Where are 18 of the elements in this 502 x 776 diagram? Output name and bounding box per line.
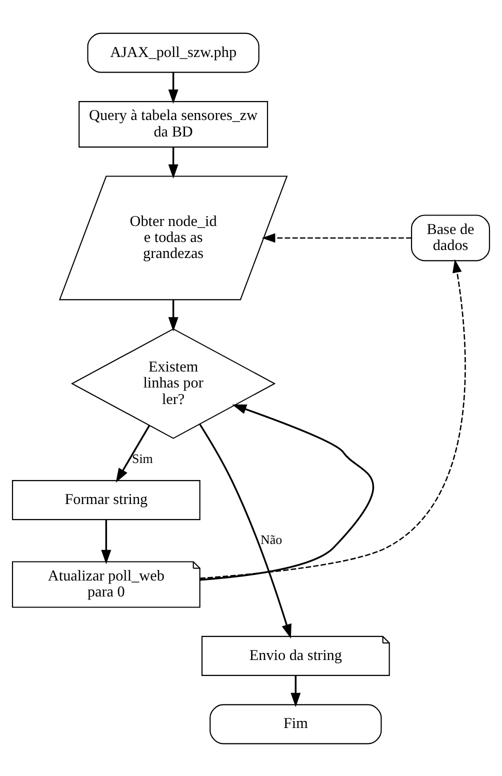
arrow	[200, 404, 374, 580]
node-diamond: Existem linhas por ler?	[70, 328, 276, 438]
arrow	[101, 519, 112, 564]
arrow	[200, 258, 466, 578]
arrow	[116, 424, 150, 482]
node-box: Base de dados	[410, 214, 490, 261]
node-box: Fim	[210, 704, 382, 744]
edge-label: Não	[260, 531, 282, 546]
arrow	[168, 146, 178, 178]
arrow	[290, 675, 301, 707]
arrow	[262, 232, 412, 242]
arrow	[168, 72, 178, 104]
edge-label: Sim	[132, 450, 153, 466]
node-box: Query à tabela sensores_zw da BD	[78, 100, 268, 148]
arrow	[199, 423, 292, 638]
arrow	[168, 299, 178, 331]
node-box: AJAX_poll_szw.php	[87, 32, 260, 72]
node-box: Formar string	[12, 480, 200, 520]
